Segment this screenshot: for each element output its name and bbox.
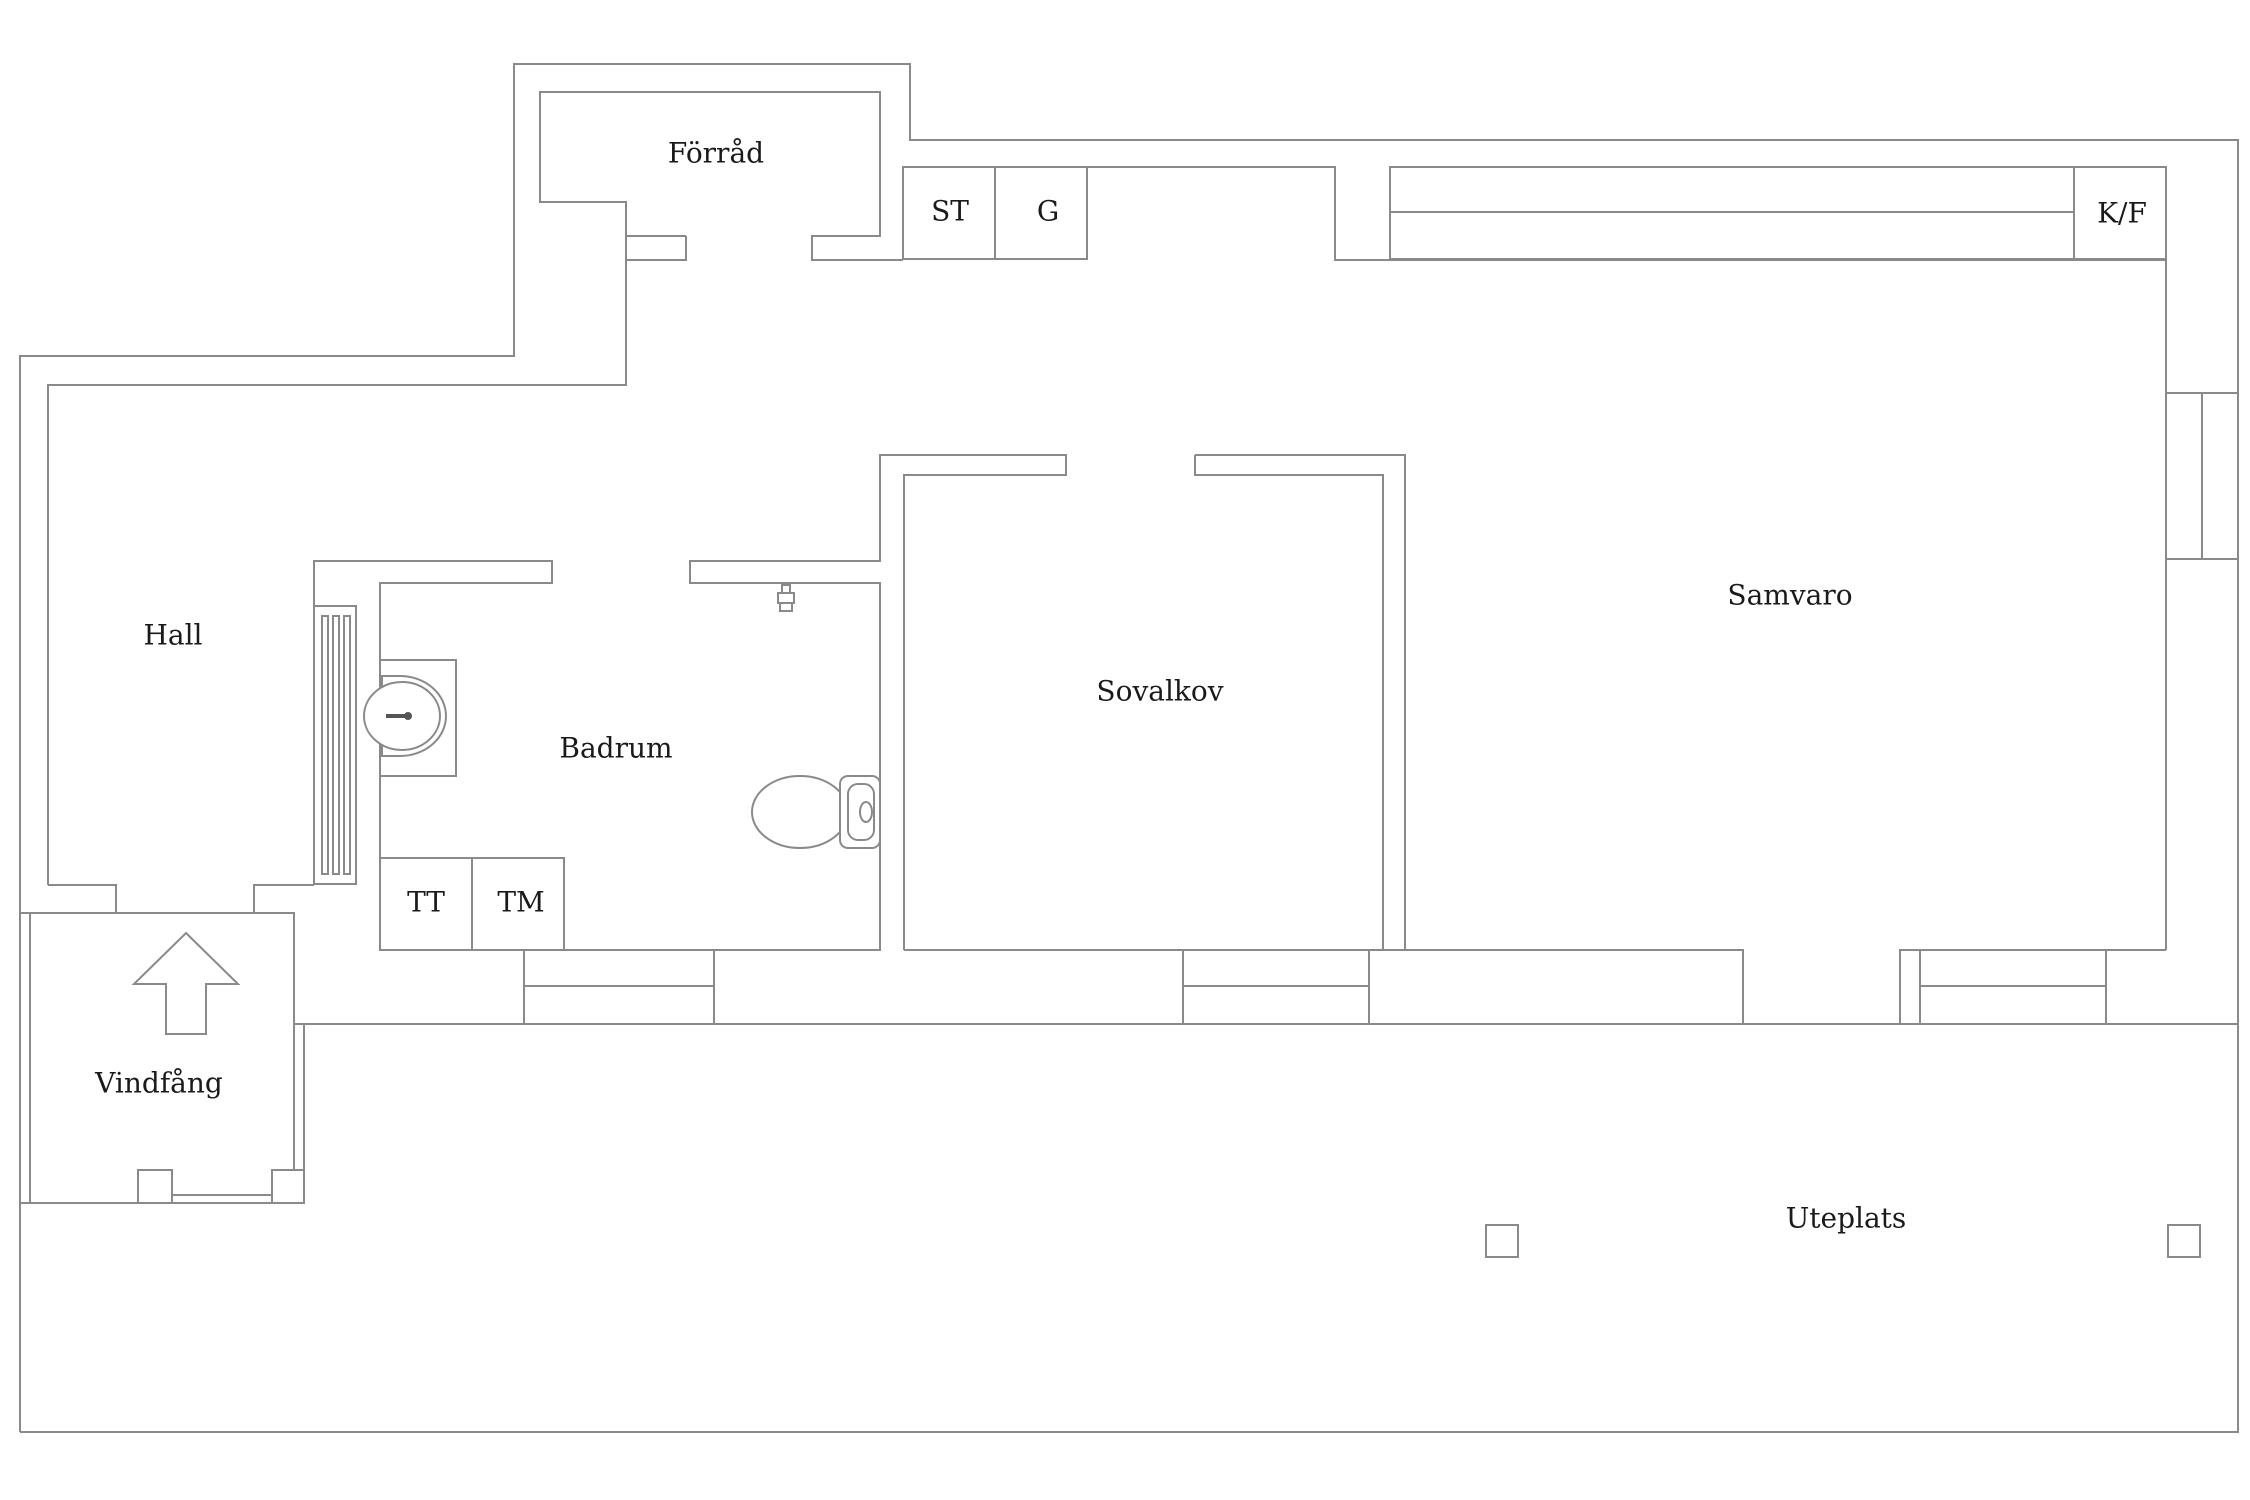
toilet-icon — [751, 775, 881, 849]
label-uteplats: Uteplats — [1786, 1202, 1907, 1235]
laundry-machines — [379, 857, 565, 951]
label-forrad: Förråd — [668, 137, 764, 170]
label-kf: K/F — [2097, 197, 2147, 230]
label-tm: TM — [497, 886, 544, 919]
storage-room — [539, 91, 903, 261]
label-samvaro: Samvaro — [1727, 579, 1852, 612]
facade-windows — [294, 949, 2238, 1025]
radiator-icon — [313, 605, 357, 885]
label-vindfang: Vindfång — [94, 1067, 223, 1100]
entrance-arrow-icon — [131, 931, 241, 1035]
label-sovalkov: Sovalkov — [1096, 675, 1223, 708]
shower-head-icon — [777, 584, 795, 612]
label-g: G — [1037, 195, 1059, 228]
bathroom-walls — [313, 454, 1067, 951]
right-window — [2165, 392, 2239, 560]
label-badrum: Badrum — [559, 732, 672, 765]
vestibule — [19, 884, 314, 1204]
closet-st-g — [902, 166, 2166, 261]
label-tt: TT — [407, 886, 445, 919]
label-hall: Hall — [143, 619, 202, 652]
kitchen-counter — [1389, 166, 2167, 950]
patio-posts — [1485, 1224, 2201, 1258]
label-st: ST — [931, 195, 969, 228]
sink-icon — [363, 659, 457, 777]
